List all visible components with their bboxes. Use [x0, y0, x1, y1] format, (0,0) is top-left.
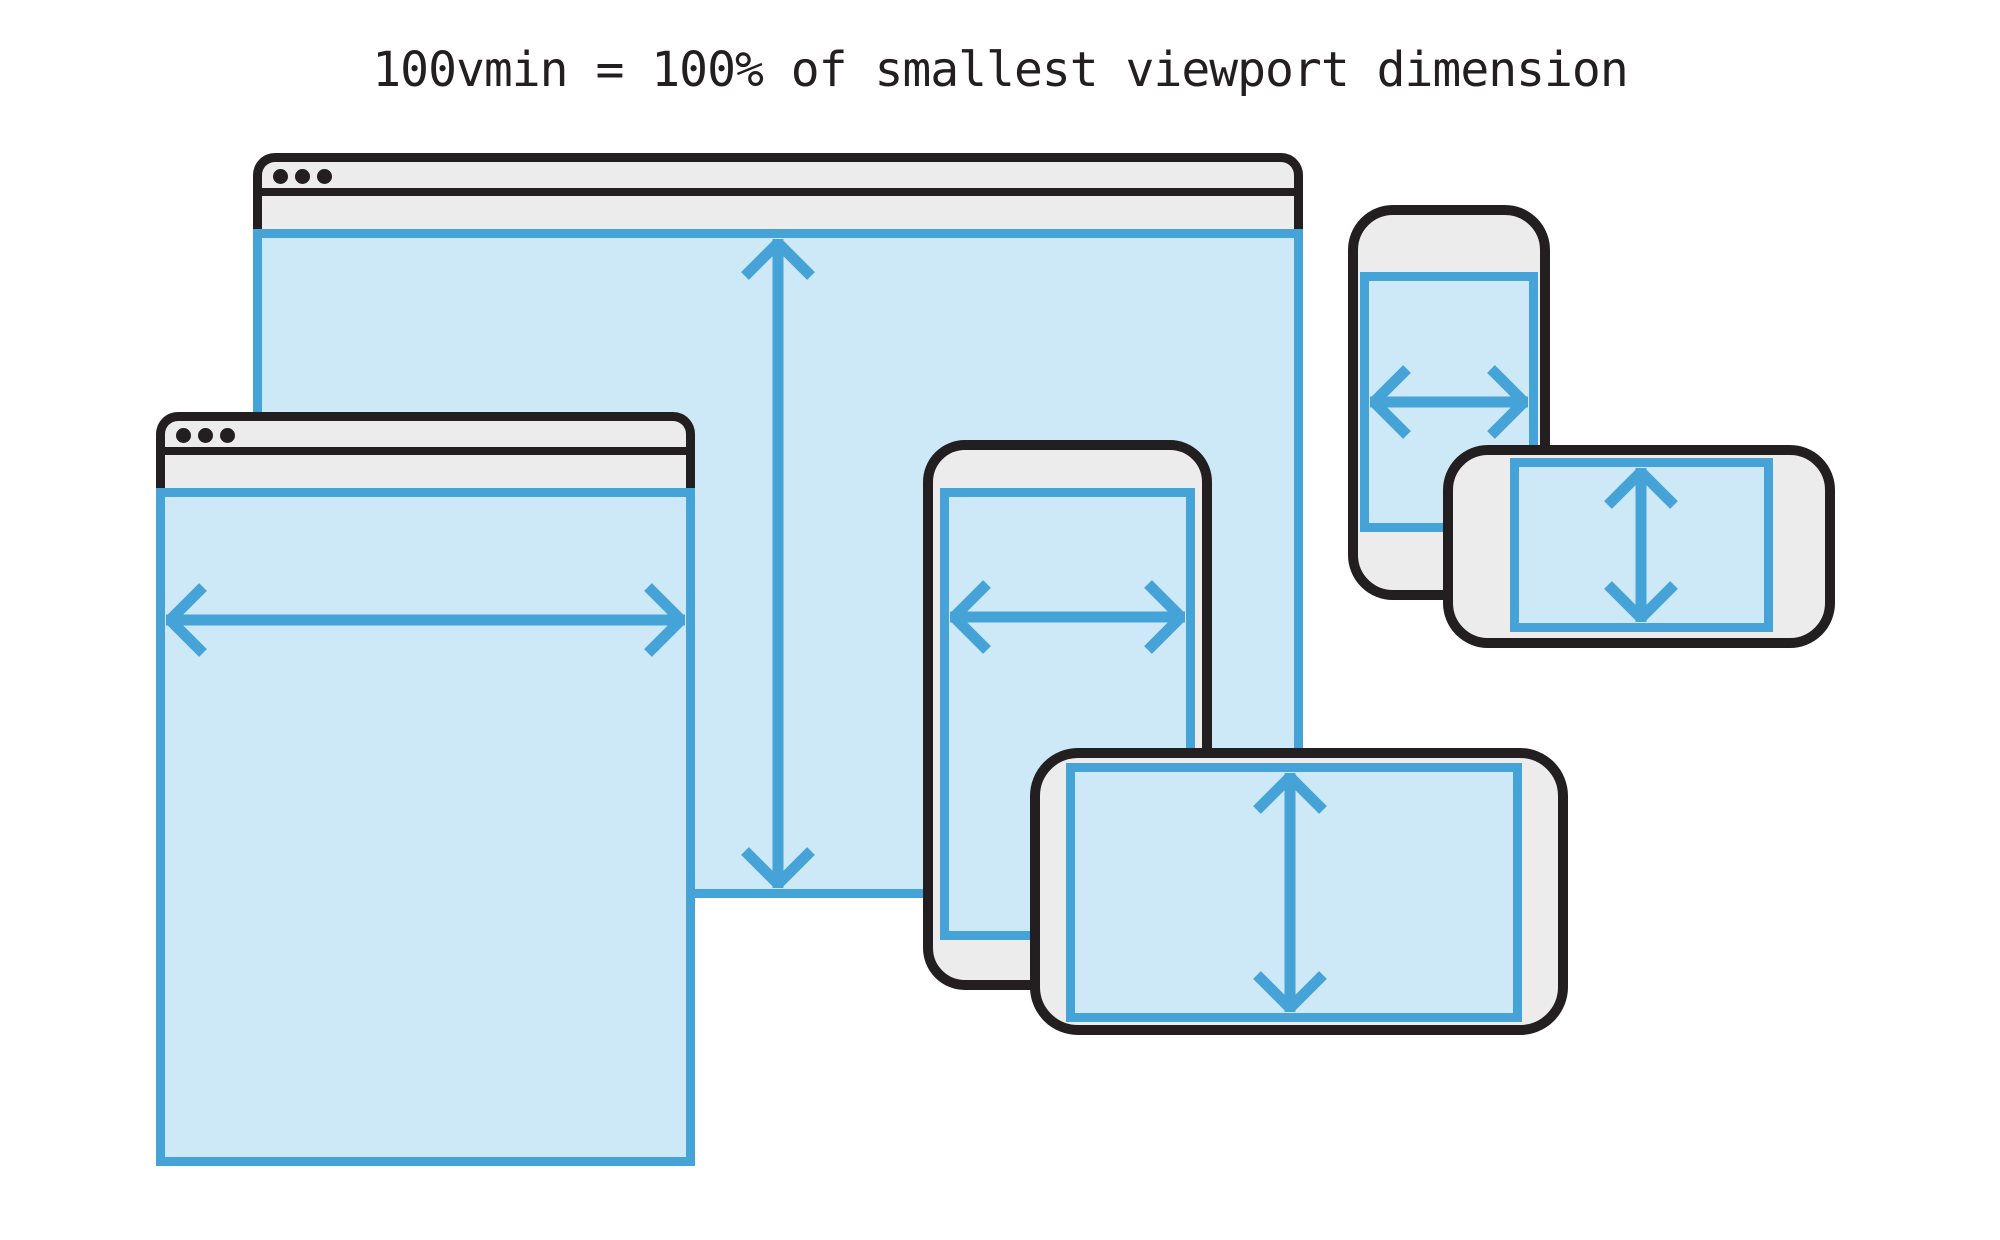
window-divider [165, 447, 686, 455]
window-titlebar [262, 162, 1294, 188]
window-divider [262, 188, 1294, 196]
browser-window-small [156, 412, 695, 1166]
width-arrow-icon [950, 580, 1185, 654]
window-control-dot-icon [317, 168, 332, 184]
window-control-dot-icon [273, 168, 288, 184]
window-addressbar [262, 196, 1294, 229]
window-control-dot-icon [198, 427, 213, 443]
window-titlebar [165, 421, 686, 447]
window-addressbar [165, 455, 686, 488]
window-control-dot-icon [220, 427, 235, 443]
window-control-dot-icon [295, 168, 310, 184]
height-arrow-icon [1253, 773, 1327, 1012]
window-controls [262, 167, 332, 184]
window-controls [165, 426, 235, 443]
width-arrow-icon [1370, 365, 1528, 439]
phone-screen [1510, 458, 1773, 632]
width-arrow-icon [166, 583, 685, 657]
phone-screen [1066, 763, 1522, 1022]
diagram-title: 100vmin = 100% of smallest viewport dime… [372, 42, 1628, 98]
window-chrome [253, 153, 1303, 229]
tablet-landscape-bottom [1030, 748, 1568, 1035]
window-chrome [156, 412, 695, 488]
height-arrow-icon [1604, 468, 1678, 622]
window-viewport [156, 488, 695, 1166]
window-control-dot-icon [176, 427, 191, 443]
height-arrow-icon [741, 239, 815, 888]
phone-landscape-right [1443, 445, 1835, 648]
